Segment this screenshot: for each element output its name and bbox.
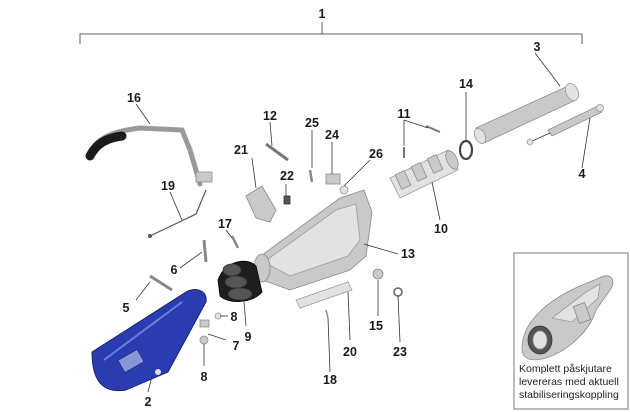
part-16-hand-lever <box>85 125 213 187</box>
label-24: 24 <box>325 128 339 142</box>
label-4: 4 <box>579 167 586 181</box>
inset-caption: Komplett påskjutare levereras med aktuel… <box>519 363 627 402</box>
part-2-handle-cover <box>91 289 207 392</box>
part-10-bearing-bush <box>389 149 459 199</box>
label-10: 10 <box>434 222 448 236</box>
part-15-cap <box>372 268 384 280</box>
label-18: 18 <box>323 373 337 387</box>
label-3: 3 <box>534 40 541 54</box>
label-1: 1 <box>319 7 326 21</box>
assembly-bracket <box>79 22 583 44</box>
label-11: 11 <box>397 107 410 121</box>
part-5-bolt <box>149 274 173 292</box>
part-9-rubber-bellows <box>217 260 263 302</box>
label-25: 25 <box>305 116 319 130</box>
inset-coupling-illustration <box>521 275 614 361</box>
label-8b: 8 <box>201 370 208 384</box>
label-12: 12 <box>263 109 277 123</box>
part-21-lever-bracket <box>245 185 277 223</box>
label-6: 6 <box>171 263 178 277</box>
part-7-bushing <box>199 319 210 328</box>
part-12-bolt <box>265 142 289 162</box>
part-14-o-ring <box>458 139 474 161</box>
label-14: 14 <box>459 77 473 91</box>
part-24-spring-pin <box>325 173 341 185</box>
label-2: 2 <box>145 395 152 409</box>
label-15: 15 <box>369 319 383 333</box>
part-11-small-bolts <box>403 125 441 158</box>
part-17-screw <box>230 235 240 249</box>
part-3-drawbar-tube <box>473 83 580 144</box>
label-22: 22 <box>280 169 294 183</box>
part-25-pin <box>308 169 314 183</box>
label-20: 20 <box>343 345 357 359</box>
label-7: 7 <box>233 339 240 353</box>
label-17: 17 <box>218 217 232 231</box>
inset-caption-line-3: stabiliseringskoppling <box>519 389 619 401</box>
label-26: 26 <box>369 147 383 161</box>
inset-caption-line-1: Komplett påskjutare <box>519 363 612 375</box>
label-13: 13 <box>401 247 415 261</box>
part-8-washer-b <box>199 335 209 345</box>
part-23-ring <box>393 287 403 297</box>
label-5: 5 <box>123 301 130 315</box>
part-19-cable <box>148 189 207 238</box>
part-22-nut <box>283 195 291 205</box>
label-23: 23 <box>393 345 407 359</box>
part-20-wear-indicator <box>295 281 353 319</box>
label-19: 19 <box>161 179 175 193</box>
inset-complete-coupling <box>513 252 629 410</box>
leader-lines <box>135 52 591 393</box>
label-16: 16 <box>127 91 141 105</box>
label-9: 9 <box>245 330 252 344</box>
part-13-coupling-housing <box>253 189 373 291</box>
part-4-damper <box>526 104 604 146</box>
part-6-bolt <box>202 239 208 263</box>
part-26-washer <box>339 185 349 195</box>
inset-caption-line-2: levereras med aktuell <box>519 376 619 388</box>
label-21: 21 <box>234 143 248 157</box>
part-number-labels: 1 2 3 4 5 6 7 8 8 9 10 11 12 13 14 15 16… <box>123 7 586 409</box>
label-8a: 8 <box>231 310 238 324</box>
